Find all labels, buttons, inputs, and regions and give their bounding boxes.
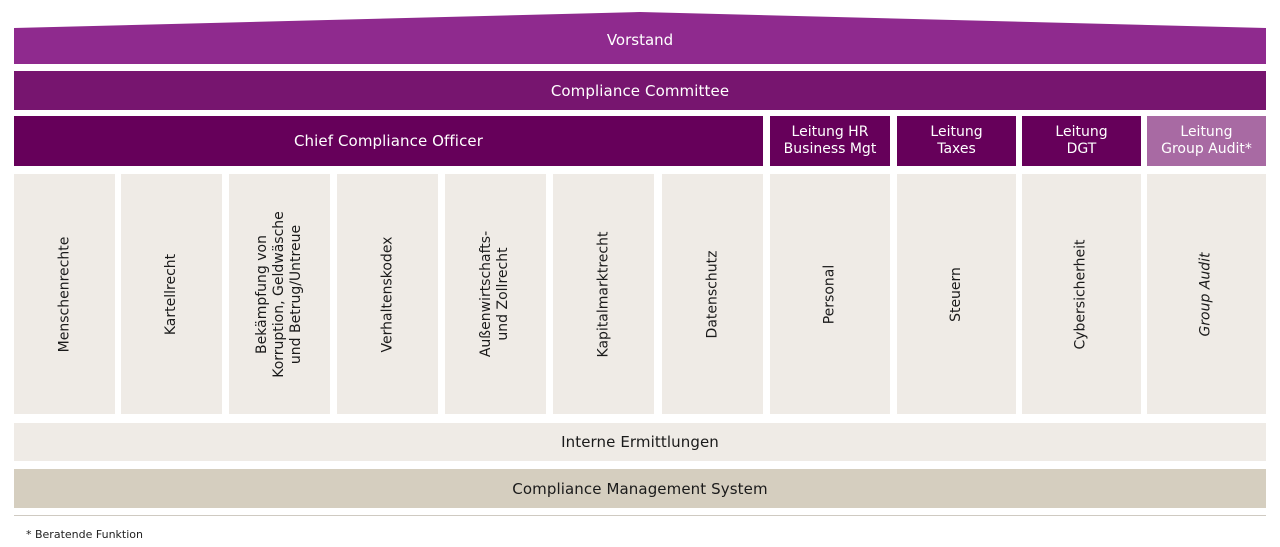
column-steuern: Steuern [897,174,1016,414]
compliance-management-system-bar: Compliance Management System [14,469,1266,508]
column-label: Kapitalmarktrecht [595,231,612,357]
internal-investigations-label: Interne Ermittlungen [561,433,719,451]
column-cybersicherheit: Cybersicherheit [1022,174,1141,414]
compliance-management-system-label: Compliance Management System [512,479,768,498]
column-personal: Personal [770,174,890,414]
divider [14,515,1266,516]
roof-shape [14,12,1266,64]
column-label: Außenwirtschafts- und Zollrecht [478,230,512,358]
lead-hr-business-mgt: Leitung HR Business Mgt [770,116,890,166]
column-kapitalmarktrecht: Kapitalmarktrecht [553,174,654,414]
column-label: Cybersicherheit [1073,238,1089,350]
vorstand-label: Vorstand [606,31,674,49]
compliance-committee-bar: Compliance Committee [14,71,1266,110]
column-label: Menschenrechte [56,236,72,352]
column-label: Datenschutz [703,250,720,338]
lead-group-audit: Leitung Group Audit* [1147,116,1266,166]
chief-compliance-officer-bar: Chief Compliance Officer [14,116,763,166]
footnote: * Beratende Funktion [26,528,143,541]
lead-taxes: Leitung Taxes [897,116,1016,166]
column-menschenrechte: Menschenrechte [14,174,115,414]
column-label: Steuern [947,266,964,322]
column-verhaltenskodex: Verhaltenskodex [337,174,438,414]
column-label: Group Audit [1197,251,1214,337]
column-aussenwirtschaft: Außenwirtschafts- und Zollrecht [445,174,546,414]
column-label: Kartellrecht [163,253,179,335]
column-label: Personal [821,264,838,324]
column-group-audit: Group Audit [1147,174,1266,414]
column-label: Bekämpfung von Korruption, Geldwäsche un… [254,210,305,378]
vorstand-roof: Vorstand [14,8,1266,64]
compliance-committee-label: Compliance Committee [550,81,730,100]
column-kartellrecht: Kartellrecht [121,174,222,414]
column-label: Verhaltenskodex [379,236,395,352]
internal-investigations-bar: Interne Ermittlungen [14,423,1266,461]
lead-dgt: Leitung DGT [1022,116,1141,166]
column-korruption: Bekämpfung von Korruption, Geldwäsche un… [229,174,330,414]
chief-compliance-officer-label: Chief Compliance Officer [293,132,484,150]
column-datenschutz: Datenschutz [662,174,763,414]
